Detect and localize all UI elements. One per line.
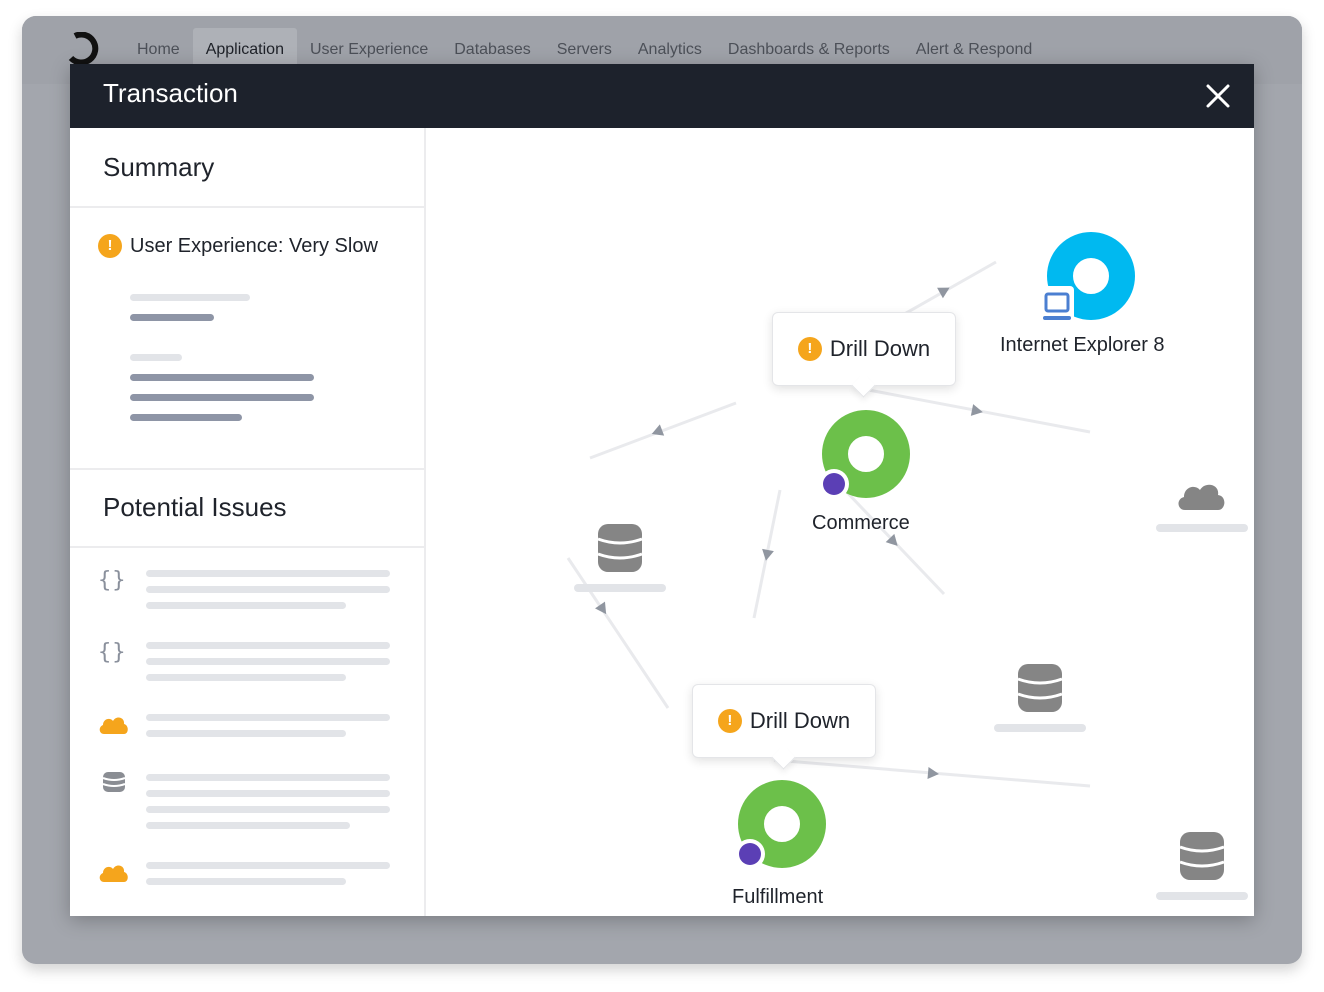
nav-alert-respond[interactable]: Alert & Respond xyxy=(915,41,1033,58)
modal-header: Transaction xyxy=(70,64,1254,128)
placeholder-line xyxy=(146,730,346,737)
details-sidebar: Summary ! User Experience: Very Slow Pot… xyxy=(70,128,426,916)
code-braces-icon: {} xyxy=(98,568,127,593)
potential-issues-title: Potential Issues xyxy=(103,492,287,522)
drill-down-button[interactable]: ! Drill Down xyxy=(692,684,876,770)
arrow-head xyxy=(762,548,774,561)
nav-home[interactable]: Home xyxy=(137,41,180,58)
nav-dashboards-reports[interactable]: Dashboards & Reports xyxy=(727,41,890,58)
placeholder-line xyxy=(130,314,214,321)
placeholder-line xyxy=(1156,892,1248,900)
database-icon[interactable] xyxy=(1016,662,1064,714)
arrow-head xyxy=(970,404,983,416)
brand-logo xyxy=(68,32,99,66)
arrow-head xyxy=(937,287,950,299)
placeholder-line xyxy=(130,294,250,301)
placeholder-line xyxy=(146,658,390,665)
placeholder-line xyxy=(130,414,242,421)
fulfillment-node-label: Fulfillment xyxy=(732,886,824,908)
code-braces-icon: {} xyxy=(98,640,127,665)
placeholder-line xyxy=(146,674,346,681)
summary-title: Summary xyxy=(103,152,215,182)
placeholder-line xyxy=(146,822,350,829)
placeholder-line xyxy=(994,724,1086,732)
warning-icon: ! xyxy=(797,337,822,361)
flow-edges xyxy=(566,260,1091,788)
database-icon xyxy=(102,772,126,792)
nav-servers[interactable]: Servers xyxy=(556,41,612,58)
placeholder-line xyxy=(146,790,390,797)
arrow-head xyxy=(885,533,898,546)
divider xyxy=(70,468,424,470)
placeholder-line xyxy=(146,806,390,813)
modal-title: Transaction xyxy=(103,78,238,108)
nav-databases[interactable]: Databases xyxy=(454,41,531,58)
divider xyxy=(70,546,424,548)
nav-user-experience[interactable]: User Experience xyxy=(309,41,429,58)
commerce-node-label: Commerce xyxy=(812,512,910,534)
transaction-flow-diagram: Internet Explorer 8 Commerce Fulfillment xyxy=(426,128,1254,916)
top-nav-bar: Home Application User Experience Databas… xyxy=(22,16,1302,84)
cloud-service-icon[interactable] xyxy=(1176,478,1228,512)
drill-down-button[interactable]: ! Drill Down xyxy=(772,312,956,398)
placeholder-line xyxy=(146,602,346,609)
transaction-modal: Transaction Summary ! User Experience: V… xyxy=(70,64,1254,916)
arrow-head xyxy=(651,424,665,436)
user-experience-label: User Experience: Very Slow xyxy=(130,234,378,257)
nav-analytics[interactable]: Analytics xyxy=(637,41,702,58)
placeholder-line xyxy=(146,774,390,781)
placeholder-line xyxy=(1156,524,1248,532)
placeholder-line xyxy=(130,354,182,361)
user-experience-status[interactable]: ! User Experience: Very Slow xyxy=(98,234,378,258)
browser-node-label: Internet Explorer 8 xyxy=(1000,334,1165,356)
database-icon[interactable] xyxy=(1178,830,1226,882)
placeholder-line xyxy=(146,570,390,577)
warning-icon: ! xyxy=(98,234,122,258)
warning-icon: ! xyxy=(717,709,742,733)
database-icon[interactable] xyxy=(596,522,644,574)
fulfillment-node[interactable] xyxy=(734,778,828,872)
main-nav: Home Application User Experience Databas… xyxy=(124,28,1045,74)
placeholder-line xyxy=(130,374,314,381)
placeholder-line xyxy=(146,878,346,885)
divider xyxy=(70,206,424,208)
arrow-head xyxy=(927,767,939,779)
close-icon[interactable] xyxy=(1202,80,1234,112)
placeholder-line xyxy=(574,584,666,592)
edge-commerce-database xyxy=(589,401,737,460)
commerce-node[interactable] xyxy=(818,408,912,502)
placeholder-line xyxy=(146,642,390,649)
browser-node[interactable] xyxy=(1036,226,1136,328)
edge-database-fulfillment xyxy=(566,557,670,709)
cloud-icon xyxy=(99,717,128,734)
placeholder-line xyxy=(146,586,390,593)
placeholder-line xyxy=(130,394,314,401)
drill-down-label: Drill Down xyxy=(829,336,931,361)
placeholder-line xyxy=(146,714,390,721)
cloud-icon xyxy=(99,865,128,882)
arrow-head xyxy=(595,601,607,615)
drill-down-label: Drill Down xyxy=(749,708,851,733)
placeholder-line xyxy=(146,862,390,869)
